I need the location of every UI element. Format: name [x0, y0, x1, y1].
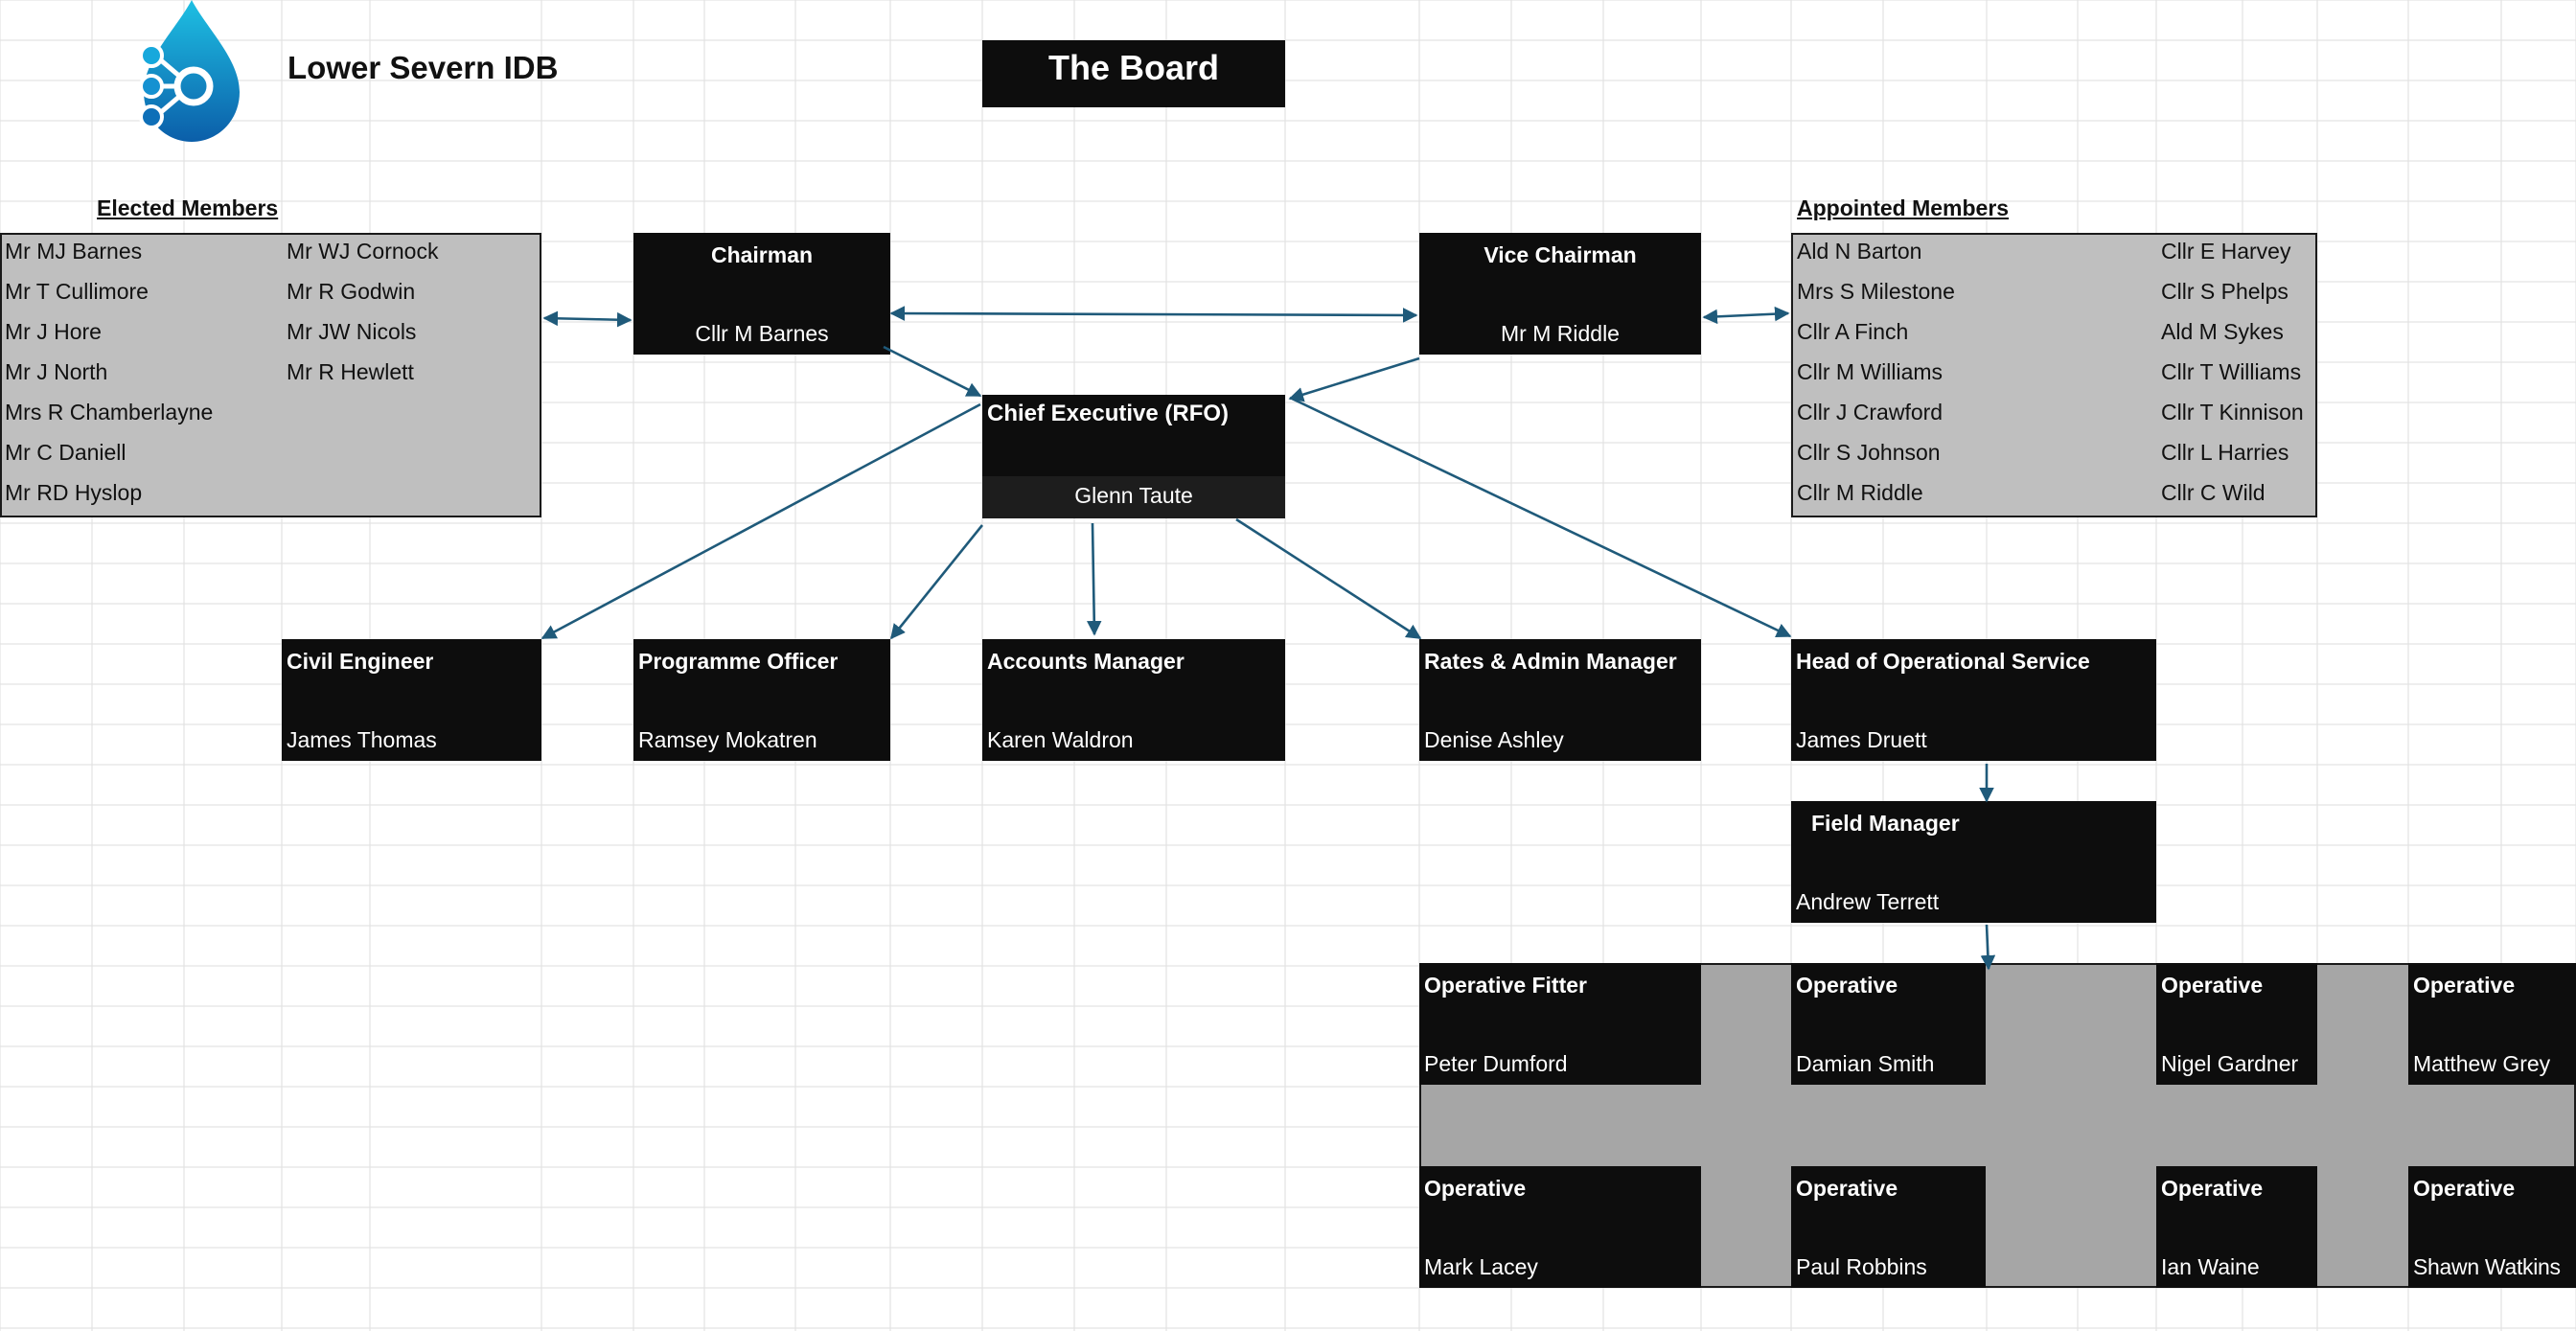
operative-node: Operative Ian Waine	[2156, 1166, 2317, 1288]
person-name: Shawn Watkins	[2413, 1254, 2561, 1279]
operative-node: Operative Fitter Peter Dumford	[1419, 963, 1701, 1085]
member-name: Ald M Sykes	[2161, 319, 2284, 344]
member-name: Cllr S Phelps	[2161, 279, 2288, 304]
role-title: Operative	[1424, 1176, 1527, 1201]
person-name: Mark Lacey	[1424, 1254, 1538, 1279]
operative-node: Operative Shawn Watkins	[2408, 1166, 2576, 1288]
member-name: Mr RD Hyslop	[5, 480, 143, 505]
elected-members-label: Elected Members	[97, 195, 279, 220]
person-name: Peter Dumford	[1424, 1051, 1568, 1076]
role-title: Rates & Admin Manager	[1424, 649, 1677, 674]
role-title: Chief Executive (RFO)	[987, 401, 1230, 426]
member-name: Mr MJ Barnes	[5, 239, 143, 264]
person-name: Glenn Taute	[1074, 483, 1193, 508]
role-title: Programme Officer	[638, 649, 839, 674]
operative-node: Operative Nigel Gardner	[2156, 963, 2317, 1085]
person-name: Nigel Gardner	[2161, 1051, 2299, 1076]
operative-node: Operative Damian Smith	[1791, 963, 1986, 1085]
role-title: Operative	[1796, 1176, 1898, 1201]
role-title: Operative	[2413, 973, 2516, 998]
chairman-node: Chairman Cllr M Barnes	[633, 233, 890, 355]
member-name: Cllr T Williams	[2161, 359, 2302, 384]
appointed-members-box	[1791, 233, 2317, 517]
member-name: Cllr T Kinnison	[2161, 400, 2304, 425]
role-title: Civil Engineer	[287, 649, 434, 674]
water-drop-logo-icon	[139, 0, 240, 142]
person-name: Ian Waine	[2161, 1254, 2260, 1279]
member-name: Cllr M Riddle	[1797, 480, 1923, 505]
person-name: Matthew Grey	[2413, 1051, 2551, 1076]
member-name: Mr JW Nicols	[287, 319, 417, 344]
civil-engineer-node: Civil Engineer James Thomas	[282, 639, 541, 761]
person-name: Damian Smith	[1796, 1051, 1935, 1076]
member-name: Cllr M Williams	[1797, 359, 1944, 384]
member-name: Mr J Hore	[5, 319, 102, 344]
vice-chairman-node: Vice Chairman Mr M Riddle	[1419, 233, 1701, 355]
role-title: Operative	[2413, 1176, 2516, 1201]
rates-admin-manager-node: Rates & Admin Manager Denise Ashley	[1419, 639, 1701, 761]
member-name: Mrs R Chamberlayne	[5, 400, 214, 425]
member-name: Mr C Daniell	[5, 440, 126, 465]
member-name: Cllr E Harvey	[2161, 239, 2291, 264]
member-name: Cllr J Crawford	[1797, 400, 1944, 425]
person-name: Mr M Riddle	[1501, 321, 1620, 346]
role-title: Chairman	[710, 242, 814, 267]
name-band	[982, 476, 1285, 518]
organisation-name: Lower Severn IDB	[288, 50, 559, 85]
role-title: Head of Operational Service	[1796, 649, 2090, 674]
elected-members-box	[0, 233, 541, 517]
person-name: Ramsey Mokatren	[638, 727, 817, 752]
operative-node: Operative Matthew Grey	[2408, 963, 2576, 1085]
person-name: Cllr M Barnes	[695, 321, 829, 346]
person-name: Denise Ashley	[1424, 727, 1564, 752]
person-name: James Druett	[1796, 727, 1927, 752]
member-name: Mr R Hewlett	[287, 359, 414, 384]
accounts-manager-node: Accounts Manager Karen Waldron	[982, 639, 1285, 761]
member-name: Cllr L Harries	[2161, 440, 2289, 465]
person-name: Andrew Terrett	[1796, 889, 1940, 914]
member-name: Mr R Godwin	[287, 279, 416, 304]
member-name: Ald N Barton	[1797, 239, 1922, 264]
role-title: Operative Fitter	[1424, 973, 1587, 998]
operative-node: Operative Paul Robbins	[1791, 1166, 1986, 1288]
member-name: Cllr S Johnson	[1797, 440, 1941, 465]
head-of-operational-service-node: Head of Operational Service James Druett	[1791, 639, 2156, 761]
person-name: Karen Waldron	[987, 727, 1134, 752]
person-name: James Thomas	[287, 727, 437, 752]
role-title: Field Manager	[1811, 811, 1960, 836]
field-manager-node: Field Manager Andrew Terrett	[1791, 801, 2156, 923]
role-title: Operative	[2161, 1176, 2264, 1201]
member-name: Mr WJ Cornock	[287, 239, 439, 264]
programme-officer-node: Programme Officer Ramsey Mokatren	[633, 639, 890, 761]
member-name: Mr J North	[5, 359, 108, 384]
member-name: Mrs S Milestone	[1797, 279, 1955, 304]
appointed-members-label: Appointed Members	[1797, 195, 2010, 220]
role-title: Operative	[1796, 973, 1898, 998]
member-name: Cllr C Wild	[2161, 480, 2266, 505]
member-name: Mr T Cullimore	[5, 279, 149, 304]
member-name: Cllr A Finch	[1797, 319, 1909, 344]
person-name: Paul Robbins	[1796, 1254, 1927, 1279]
chief-executive-node: Chief Executive (RFO) Glenn Taute	[982, 395, 1285, 518]
role-title: Accounts Manager	[987, 649, 1184, 674]
role-title: Vice Chairman	[1484, 242, 1637, 267]
board-title: The Board	[982, 40, 1285, 107]
role-title: Operative	[2161, 973, 2264, 998]
operative-node: Operative Mark Lacey	[1419, 1166, 1701, 1288]
